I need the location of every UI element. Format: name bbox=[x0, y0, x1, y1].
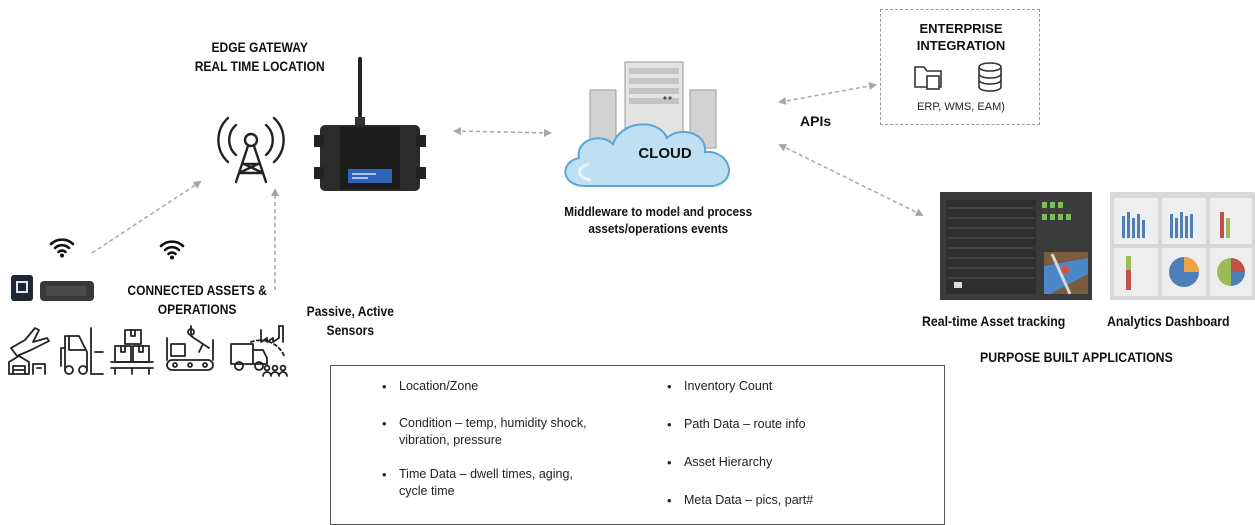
arrow-assets-to-tower bbox=[91, 180, 202, 254]
list-item: Path Data – route info bbox=[664, 416, 924, 433]
conveyor-robot-icon bbox=[166, 325, 214, 371]
list-item: Inventory Count bbox=[664, 378, 924, 395]
edge-gateway-device bbox=[314, 57, 426, 191]
sensor-tag-icon bbox=[11, 275, 33, 301]
airplane-warehouse-icon bbox=[8, 327, 50, 375]
sensors-label: Passive, Active Sensors bbox=[303, 302, 398, 340]
enterprise-integration-box: ENTERPRISE INTEGRATION ERP, WMS, EAM) bbox=[880, 9, 1040, 125]
analytics-dashboard-screenshot bbox=[1110, 192, 1255, 300]
enterprise-systems: ERP, WMS, EAM) bbox=[917, 101, 1005, 113]
middleware-line1: Middleware to model and process bbox=[564, 204, 753, 219]
enterprise-title-line1: ENTERPRISE bbox=[919, 21, 1003, 36]
database-icon bbox=[978, 62, 1002, 92]
enterprise-title-line2: INTEGRATION bbox=[916, 38, 1006, 53]
connected-assets-label: CONNECTED ASSETS & OPERATIONS bbox=[124, 281, 270, 319]
beacon-device-icon bbox=[40, 281, 94, 301]
asset-tracking-screenshot bbox=[940, 192, 1092, 300]
middleware-line2: assets/operations events bbox=[588, 221, 729, 236]
list-item: Asset Hierarchy bbox=[664, 454, 924, 471]
radio-tower-icon bbox=[217, 116, 285, 184]
list-item: Location/Zone bbox=[379, 378, 629, 395]
wifi-icon-2 bbox=[159, 240, 185, 260]
data-types-list-right: Inventory Count Path Data – route info A… bbox=[664, 378, 924, 509]
middleware-text: Middleware to model and process assets/o… bbox=[548, 203, 769, 237]
delivery-truck-icon bbox=[230, 325, 288, 377]
folder-icon bbox=[914, 66, 942, 90]
asset-operation-icons bbox=[8, 325, 288, 377]
arrow-cloud-applications bbox=[778, 144, 924, 216]
wifi-icon bbox=[49, 238, 75, 258]
list-item: Condition – temp, humidity shock,vibrati… bbox=[379, 415, 629, 449]
list-item: Time Data – dwell times, aging,cycle tim… bbox=[379, 466, 629, 500]
arrow-gateway-cloud bbox=[453, 127, 552, 137]
sensors-line1: Passive, Active bbox=[306, 303, 394, 319]
analytics-label: Analytics Dashboard bbox=[1107, 313, 1230, 329]
boxes-icon bbox=[110, 329, 154, 375]
cloud-servers-icon bbox=[564, 61, 730, 187]
sensors-line2: Sensors bbox=[326, 322, 375, 338]
connected-assets-line2: OPERATIONS bbox=[157, 301, 237, 317]
data-types-list-left: Location/Zone Condition – temp, humidity… bbox=[379, 378, 629, 500]
apis-label: APIs bbox=[800, 113, 832, 129]
arrow-cloud-enterprise bbox=[778, 82, 877, 105]
cloud-label: CLOUD bbox=[638, 145, 692, 162]
data-types-box: Location/Zone Condition – temp, humidity… bbox=[330, 365, 945, 525]
edge-gateway-title: EDGE GATEWAY REAL TIME LOCATION bbox=[178, 38, 341, 76]
enterprise-title: ENTERPRISE INTEGRATION bbox=[881, 20, 1041, 54]
asset-tracking-label: Real-time Asset tracking bbox=[922, 313, 1066, 329]
purpose-built-label: PURPOSE BUILT APPLICATIONS bbox=[980, 349, 1173, 365]
edge-gateway-line2: REAL TIME LOCATION bbox=[194, 58, 325, 74]
edge-gateway-line1: EDGE GATEWAY bbox=[211, 39, 308, 55]
list-item: Meta Data – pics, part# bbox=[664, 492, 924, 509]
connected-assets-line1: CONNECTED ASSETS & bbox=[127, 282, 267, 298]
forklift-icon bbox=[60, 327, 104, 375]
